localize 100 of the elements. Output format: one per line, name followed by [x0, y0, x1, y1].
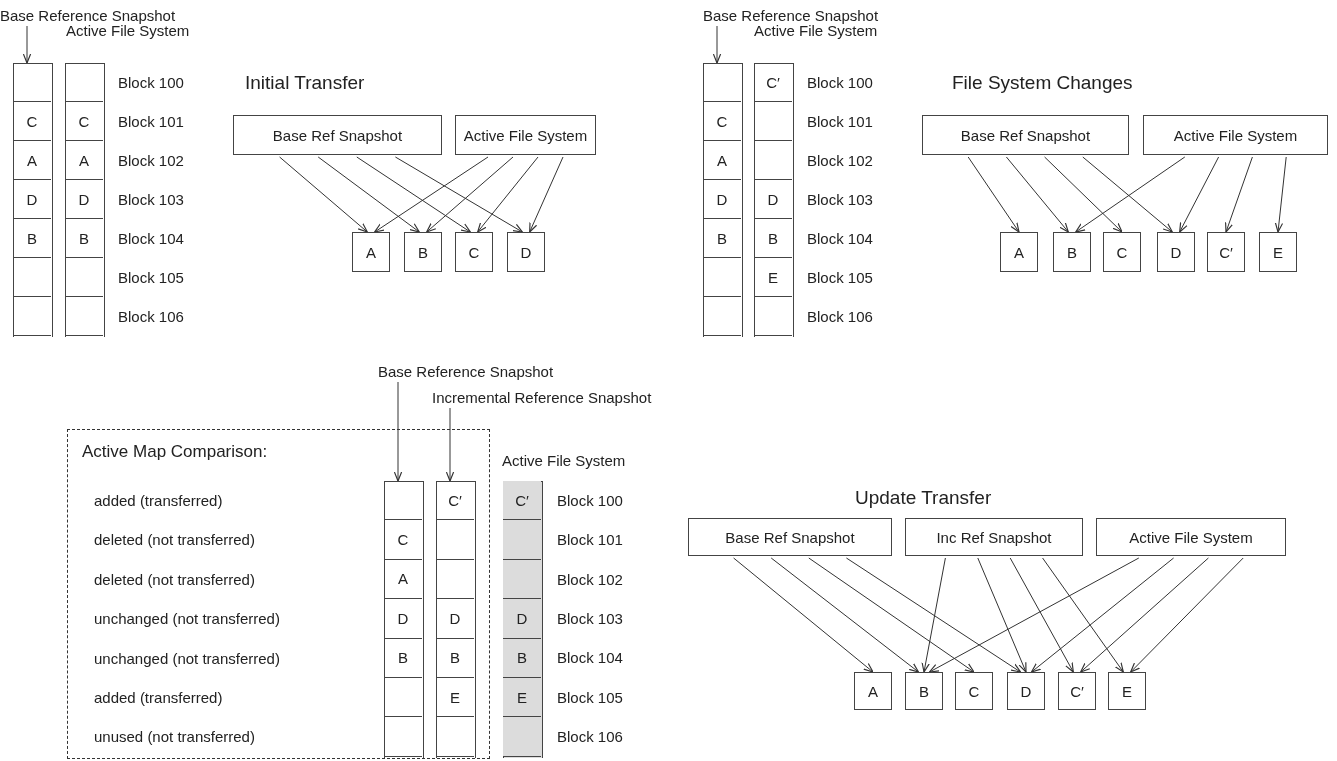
block-cell: B	[503, 638, 541, 678]
block-cell: D	[65, 180, 103, 219]
snapshot-box: Base Ref Snapshot	[688, 518, 892, 556]
arrow	[279, 156, 368, 233]
block-node: A	[854, 672, 892, 710]
block-cell: A	[65, 141, 103, 180]
arrow	[921, 557, 946, 673]
arrow	[1044, 156, 1123, 233]
block-cell: D	[384, 599, 422, 639]
panel-heading: Active Map Comparison:	[82, 442, 268, 462]
block-cell: C	[384, 520, 422, 560]
block-label: Block 103	[118, 190, 184, 208]
arrow	[356, 156, 471, 233]
block-label: Block 105	[807, 268, 873, 286]
arrow	[374, 156, 489, 233]
block-label: Block 102	[118, 151, 184, 169]
panel-title: File System Changes	[952, 72, 1133, 94]
snapshot-label: Base Reference Snapshot	[378, 358, 563, 380]
block-cell: D	[436, 599, 474, 639]
block-label: Block 106	[557, 728, 623, 746]
arrow	[1005, 156, 1069, 233]
panel-title: Update Transfer	[855, 487, 992, 509]
block-column	[703, 63, 743, 337]
block-cell: C	[65, 102, 103, 141]
row-label: added (transferred)	[94, 492, 223, 509]
row-label: deleted (not transferred)	[94, 531, 255, 549]
arrow	[1225, 156, 1253, 233]
arrow	[1082, 156, 1173, 233]
block-node: D	[507, 232, 545, 272]
block-cell: D	[503, 599, 541, 639]
block-cell: E	[503, 678, 541, 718]
block-cell: E	[436, 678, 474, 718]
block-node: E	[1108, 672, 1146, 710]
block-node: C	[955, 672, 993, 710]
snapshot-box: Base Ref Snapshot	[922, 115, 1129, 155]
snapshot-label: Base Reference Snapshot	[0, 2, 185, 24]
row-label: unchanged (not transferred)	[94, 610, 280, 628]
snapshot-box: Active File System	[455, 115, 596, 155]
block-label: Block 103	[557, 609, 623, 627]
block-cell: E	[754, 258, 792, 297]
row-label: unused (not transferred)	[94, 728, 255, 746]
block-cell: C′	[436, 481, 474, 521]
block-cell: C	[703, 102, 741, 141]
block-cell: D	[754, 180, 792, 219]
snapshot-label: Base Reference Snapshot	[703, 2, 888, 24]
arrow	[445, 407, 455, 482]
arrow	[394, 156, 523, 233]
block-node: C′	[1207, 232, 1245, 272]
block-label: Block 102	[557, 570, 623, 588]
row-label: deleted (not transferred)	[94, 570, 255, 588]
block-column	[384, 481, 424, 758]
arrow	[1179, 156, 1220, 233]
arrow	[808, 557, 975, 673]
block-label: Block 103	[807, 190, 873, 208]
arrow	[712, 25, 722, 64]
arrow	[845, 557, 1022, 673]
arrow	[1042, 557, 1124, 673]
block-cell: B	[384, 638, 422, 678]
block-cell: B	[65, 219, 103, 258]
block-label: Block 106	[118, 307, 184, 325]
snapshot-box: Base Ref Snapshot	[233, 115, 442, 155]
comparison-panel	[67, 429, 490, 759]
block-cell	[503, 559, 541, 600]
arrow	[1009, 557, 1074, 673]
block-cell: B	[754, 219, 792, 258]
arrow	[1274, 156, 1287, 233]
block-column	[65, 63, 105, 337]
block-cell: C	[13, 102, 51, 141]
block-node: A	[352, 232, 390, 272]
block-node: C′	[1058, 672, 1096, 710]
block-label: Block 105	[118, 268, 184, 286]
panel-title: Initial Transfer	[245, 72, 365, 94]
snapshot-box: Active File System	[1096, 518, 1286, 556]
block-label: Block 100	[118, 73, 184, 91]
arrow	[477, 156, 539, 233]
block-cell: A	[13, 141, 51, 180]
block-node: C	[455, 232, 493, 272]
block-label: Block 105	[557, 688, 623, 706]
block-cell: B	[703, 219, 741, 258]
block-label: Block 101	[557, 531, 623, 549]
arrow	[426, 156, 514, 233]
arrow	[1130, 557, 1244, 673]
arrow	[928, 557, 1140, 673]
arrow	[317, 156, 420, 233]
block-label: Block 106	[807, 307, 873, 325]
block-label: Block 104	[807, 229, 873, 247]
block-cell	[503, 520, 541, 560]
arrow	[22, 25, 32, 64]
row-label: unchanged (not transferred)	[94, 649, 280, 667]
snapshot-box: Active File System	[1143, 115, 1328, 155]
block-label: Block 104	[118, 229, 184, 247]
block-column	[503, 481, 543, 758]
block-label: Block 101	[118, 112, 184, 130]
block-node: B	[404, 232, 442, 272]
arrow	[1030, 557, 1175, 673]
block-cell: D	[703, 180, 741, 219]
block-node: D	[1007, 672, 1045, 710]
block-cell	[503, 717, 541, 757]
block-label: Block 102	[807, 151, 873, 169]
block-label: Block 100	[557, 491, 623, 509]
